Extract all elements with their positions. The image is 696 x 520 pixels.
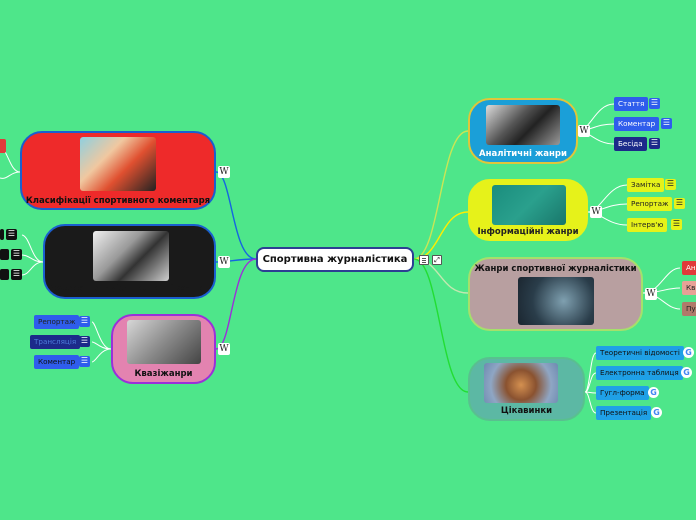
classification-image <box>80 137 156 191</box>
expand-icon[interactable]: ⤢ <box>432 255 442 265</box>
topic-interesting[interactable]: Цікавинки <box>468 357 585 421</box>
topic-title: Інформаційні жанри <box>477 227 579 237</box>
sports-genres-image <box>518 277 594 325</box>
info-image <box>492 185 566 225</box>
wikipedia-icon[interactable]: W <box>578 125 590 137</box>
notes-icon[interactable]: ☰ <box>79 316 90 327</box>
wikipedia-icon[interactable]: W <box>218 256 230 268</box>
subtopic-comment[interactable]: Коментар <box>34 355 80 369</box>
google-icon[interactable]: G <box>648 387 659 398</box>
subtopic-pu[interactable]: Пу <box>682 302 696 316</box>
wikipedia-icon[interactable]: W <box>218 166 230 178</box>
subtopic-partial <box>0 139 6 153</box>
subtopic-google-form[interactable]: Гугл-форма <box>596 386 649 400</box>
subtopic-article[interactable]: Стаття <box>614 97 649 111</box>
subtopic-an[interactable]: Ан <box>682 261 696 275</box>
notes-icon[interactable]: ☰ <box>11 269 22 280</box>
topic-title: Цікавинки <box>500 406 553 416</box>
notes-icon[interactable]: ☰ <box>671 219 682 230</box>
topic-analytic-genres[interactable]: Аналітичні жанри <box>468 98 578 164</box>
topic-art-genres[interactable]: Художньо-публіцистичні жанри <box>43 224 216 299</box>
laptop-image <box>127 320 201 364</box>
notes-icon[interactable]: ☰ <box>649 98 660 109</box>
notes-icon[interactable] <box>419 255 429 265</box>
topic-quasi-genres[interactable]: Квазіжанри <box>111 314 216 384</box>
subtopic-theory[interactable]: Теоретичні відомості <box>596 346 684 360</box>
topic-sports-journalism-genres[interactable]: Жанри спортивної журналістики <box>468 257 643 331</box>
topic-title: Класифікації спортивного коментаря <box>25 196 211 206</box>
subtopic-presentation[interactable]: Презентація <box>596 406 652 420</box>
subtopic-comment[interactable]: Коментар <box>614 117 660 131</box>
topic-title: Аналітичні жанри <box>479 149 567 159</box>
notes-icon[interactable]: ☰ <box>674 198 685 209</box>
wikipedia-icon[interactable]: W <box>590 206 602 218</box>
google-icon[interactable]: G <box>683 347 694 358</box>
subtopic-spreadsheet[interactable]: Електронна таблиця <box>596 366 683 380</box>
notes-icon[interactable]: ☰ <box>649 138 660 149</box>
partial-chip <box>0 269 9 280</box>
notes-icon[interactable]: ☰ <box>11 249 22 260</box>
topic-title: Жанри спортивної журналістики <box>474 264 637 274</box>
subtopic-report[interactable]: Репортаж <box>627 197 673 211</box>
partial-chip <box>0 249 9 260</box>
notes-icon[interactable]: ☰ <box>665 179 676 190</box>
subtopic-report[interactable]: Репортаж <box>34 315 80 329</box>
subtopic-interview[interactable]: Інтерв'ю <box>627 218 668 232</box>
subtopic-kv[interactable]: Кв <box>682 281 696 295</box>
subtopic-conversation[interactable]: Бесіда <box>614 137 647 151</box>
partial-chip <box>0 229 4 240</box>
topic-info-genres[interactable]: Інформаційні жанри <box>468 179 588 241</box>
central-topic[interactable]: Спортивна журналістика <box>256 247 414 272</box>
microphones-image <box>93 231 169 281</box>
topic-comment-classification[interactable]: Класифікації спортивного коментаря <box>20 131 216 210</box>
topic-title: Художньо-публіцистичні жанри <box>50 284 209 294</box>
google-icon[interactable]: G <box>681 367 692 378</box>
wikipedia-icon[interactable]: W <box>218 343 230 355</box>
subtopic-note[interactable]: Замітка <box>627 178 665 192</box>
subtopic-broadcast[interactable]: Трансляція <box>30 335 81 349</box>
notes-icon[interactable]: ☰ <box>79 356 90 367</box>
topic-title: Квазіжанри <box>134 369 193 379</box>
analytic-image <box>486 105 560 145</box>
notes-icon[interactable]: ☰ <box>6 229 17 240</box>
google-icon[interactable]: G <box>651 407 662 418</box>
notes-icon[interactable]: ☰ <box>79 336 90 347</box>
kitten-image <box>484 363 558 403</box>
wikipedia-icon[interactable]: W <box>645 288 657 300</box>
notes-icon[interactable]: ☰ <box>661 118 672 129</box>
